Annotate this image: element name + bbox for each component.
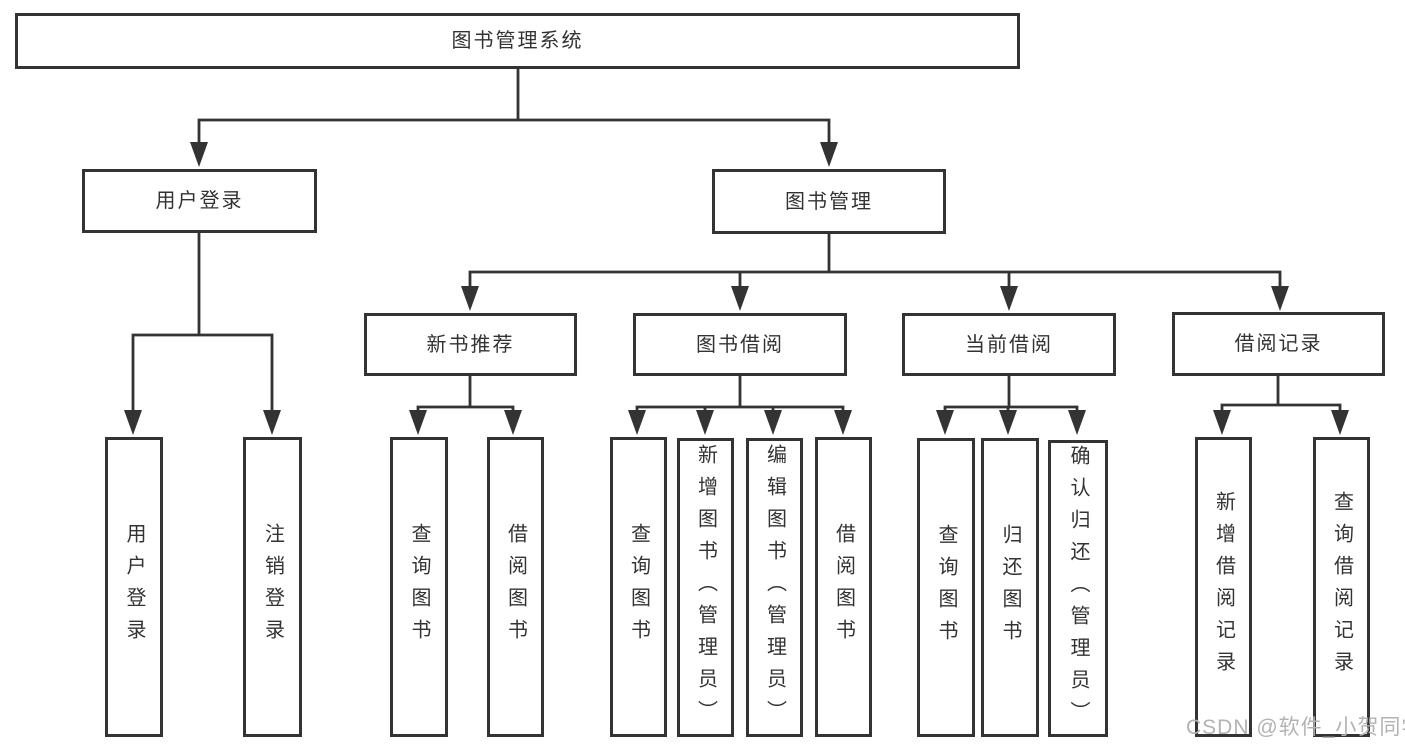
node-root: 图书管理系统 — [15, 13, 1020, 69]
arrowhead-icons — [124, 142, 1349, 435]
leaf-nbr-borrow-book: 借阅图书 — [487, 437, 544, 737]
leaf-logout: 注销登录 — [243, 437, 302, 737]
leaf-bb-edit-book-admin: 编辑图书（管理员） — [746, 438, 803, 737]
leaf-nbr-query-book-label: 查询图书 — [408, 523, 430, 651]
node-user-login-label: 用户登录 — [155, 190, 244, 212]
leaf-bb-add-book-admin-label: 新增图书（管理员） — [694, 443, 717, 732]
leaf-cb-return-book: 归还图书 — [981, 438, 1039, 737]
leaf-nbr-query-book: 查询图书 — [390, 437, 448, 737]
leaf-bb-query-book: 查询图书 — [610, 437, 667, 737]
leaf-user-login: 用户登录 — [105, 437, 163, 737]
node-borrow-records-label: 借阅记录 — [1234, 333, 1323, 355]
leaf-br-query-record: 查询借阅记录 — [1313, 437, 1370, 737]
leaf-cb-confirm-return-admin: 确认归还（管理员） — [1048, 440, 1108, 737]
leaf-bb-borrow-book: 借阅图书 — [815, 437, 872, 737]
leaf-nbr-borrow-book-label: 借阅图书 — [504, 523, 527, 651]
node-current-borrow: 当前借阅 — [902, 313, 1116, 376]
leaf-logout-label: 注销登录 — [261, 523, 284, 651]
leaf-bb-query-book-label: 查询图书 — [627, 523, 650, 651]
node-current-borrow-label: 当前借阅 — [965, 333, 1053, 356]
csdn-watermark: CSDN @软件_小贺同学 — [1186, 716, 1405, 739]
leaf-br-add-record: 新增借阅记录 — [1195, 437, 1252, 737]
leaf-cb-query-book: 查询图书 — [917, 438, 975, 737]
leaf-bb-borrow-book-label: 借阅图书 — [832, 523, 855, 651]
tree-branch-lines — [131, 67, 1342, 416]
node-book-borrow-label: 图书借阅 — [696, 333, 784, 356]
leaf-cb-query-book-label: 查询图书 — [935, 523, 957, 652]
node-new-book-recommend-label: 新书推荐 — [426, 333, 515, 356]
node-book-management-label: 图书管理 — [785, 190, 873, 213]
node-user-login: 用户登录 — [82, 169, 317, 233]
node-book-management: 图书管理 — [712, 169, 946, 234]
leaf-br-query-record-label: 查询借阅记录 — [1330, 491, 1353, 683]
node-borrow-records: 借阅记录 — [1172, 312, 1385, 376]
node-new-book-recommend: 新书推荐 — [364, 313, 577, 376]
leaf-cb-return-book-label: 归还图书 — [999, 523, 1021, 652]
leaf-br-add-record-label: 新增借阅记录 — [1212, 491, 1235, 683]
leaf-cb-confirm-return-admin-label: 确认归还（管理员） — [1067, 444, 1089, 733]
leaf-user-login-label: 用户登录 — [123, 523, 145, 651]
node-root-label: 图书管理系统 — [451, 30, 584, 52]
leaf-bb-add-book-admin: 新增图书（管理员） — [677, 438, 734, 737]
leaf-bb-edit-book-admin-label: 编辑图书（管理员） — [763, 443, 786, 732]
node-book-borrow: 图书借阅 — [633, 313, 847, 376]
